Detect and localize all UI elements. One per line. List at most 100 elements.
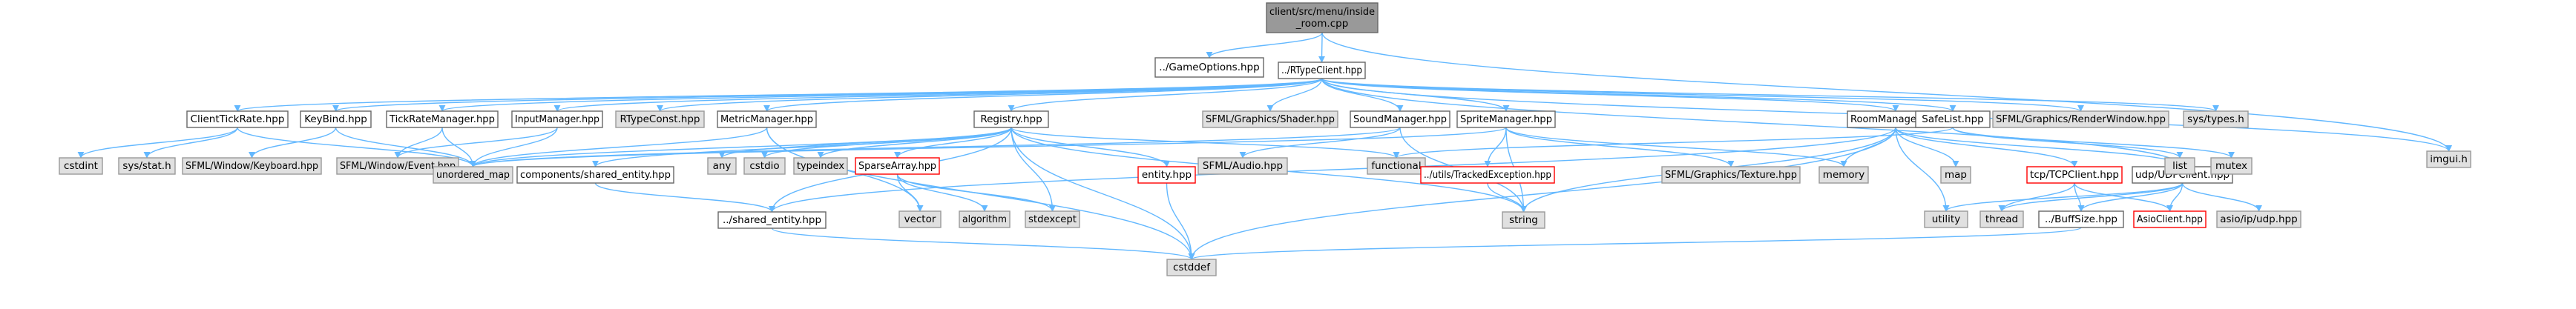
edge-udpclient-to-asioipudp xyxy=(2181,182,2262,212)
node-label-mutex: mutex xyxy=(2215,160,2247,172)
node-safelist[interactable]: SafeList.hpp xyxy=(1915,110,1991,128)
node-box-rtypeclient xyxy=(1278,62,1366,79)
node-tickratemanager[interactable]: TickRateManager.hpp xyxy=(386,110,499,128)
node-box-sfmlshader xyxy=(1202,110,1338,128)
edge-rtypeclient-to-rtypeconst xyxy=(657,78,1323,112)
node-box-sharedentitycomp xyxy=(516,166,674,184)
node-box-string xyxy=(1502,211,1545,229)
node-box-trackedexception xyxy=(1420,166,1555,184)
edge-roommanager-to-cstddef xyxy=(1188,127,1896,260)
edge-rtypeclient-to-metricmanager xyxy=(763,78,1323,112)
edge-udpclient-to-asioclient xyxy=(2166,182,2184,212)
node-label-sharedentitycomp: components/shared_entity.hpp xyxy=(520,169,671,181)
edge-registry-to-sparsearray xyxy=(894,127,1012,159)
node-buffsize[interactable]: ../BuffSize.hpp xyxy=(2038,210,2124,228)
edge-rtypeclient-to-registry xyxy=(1008,78,1323,112)
node-box-sfmlevent xyxy=(336,157,459,175)
node-box-typeindex xyxy=(793,157,848,175)
node-sfmlevent: SFML/Window/Event.hpp xyxy=(336,157,459,175)
node-box-mutex xyxy=(2210,157,2253,175)
node-label-sfmlaudio: SFML/Audio.hpp xyxy=(1203,160,1283,172)
node-box-any xyxy=(707,157,737,175)
node-label-inputmanager: InputManager.hpp xyxy=(515,113,599,125)
node-label-soundmanager: SoundManager.hpp xyxy=(1353,113,1447,125)
node-label-rtypeconst: RTypeConst.hpp xyxy=(620,113,700,125)
node-label-rtypeclient: ../RTypeClient.hpp xyxy=(1281,64,1362,76)
node-box-cstdio xyxy=(743,157,786,175)
edge-sparsearray-to-algorithm xyxy=(896,173,988,212)
node-label-functional: functional xyxy=(1371,160,1421,172)
node-rtypeclient[interactable]: ../RTypeClient.hpp xyxy=(1278,62,1366,79)
node-udpclient[interactable]: udp/UDPClient.hpp xyxy=(2132,166,2233,184)
edge-rtypeclient-to-roommanager xyxy=(1321,78,1899,112)
edge-rtypeclient-to-sfmlshader xyxy=(1266,78,1323,112)
node-registry[interactable]: Registry.hpp xyxy=(973,110,1049,128)
node-sharedentity[interactable]: ../shared_entity.hpp xyxy=(717,211,827,229)
edge-entity-to-cstddef xyxy=(1166,182,1195,260)
edge-sharedentity-to-cstddef xyxy=(771,227,1195,260)
node-memory: memory xyxy=(1818,166,1869,184)
node-box-asioclient xyxy=(2133,210,2207,228)
node-spritemanager[interactable]: SpriteManager.hpp xyxy=(1456,110,1556,128)
node-asioclient[interactable]: AsioClient.hpp xyxy=(2133,210,2207,228)
node-sfmlaudio: SFML/Audio.hpp xyxy=(1197,157,1288,175)
node-inputmanager[interactable]: InputManager.hpp xyxy=(511,110,603,128)
node-clienttickrate[interactable]: ClientTickRate.hpp xyxy=(186,110,289,128)
edge-sparsearray-to-stdexcept xyxy=(896,173,1056,212)
node-list: list xyxy=(2164,157,2195,175)
node-entity[interactable]: entity.hpp xyxy=(1137,166,1196,184)
node-label-sparsearray: SparseArray.hpp xyxy=(858,160,936,172)
node-map: map xyxy=(1940,166,1971,184)
node-box-tickratemanager xyxy=(386,110,499,128)
node-label-sfmltexture: SFML/Graphics/Texture.hpp xyxy=(1665,169,1797,181)
edge-keybind-to-unorderedmap xyxy=(335,127,476,167)
node-label-udpclient: udp/UDPClient.hpp xyxy=(2135,169,2230,181)
node-label-tickratemanager: TickRateManager.hpp xyxy=(389,113,495,125)
node-label-thread: thread xyxy=(1985,213,2018,225)
edge-root-to-rtypeclient xyxy=(1318,32,1326,63)
node-label-systypes: sys/types.h xyxy=(2187,113,2244,125)
node-label-cstdio: cstdio xyxy=(749,160,779,172)
node-label-trackedexception: ../utils/TrackedException.hpp xyxy=(1424,169,1551,181)
edge-safelist-to-mutex xyxy=(1952,127,2235,159)
node-soundmanager[interactable]: SoundManager.hpp xyxy=(1350,110,1450,128)
edge-udpclient-to-utility xyxy=(1942,182,2184,212)
node-root[interactable]: client/src/menu/inside_room.cpp xyxy=(1266,2,1379,33)
node-label-utility: utility xyxy=(1932,213,1960,225)
edge-clienttickrate-to-cstdint xyxy=(77,127,238,159)
node-label-list: list xyxy=(2172,160,2187,172)
edge-udpclient-to-buffsize xyxy=(2077,182,2184,212)
node-any: any xyxy=(707,157,737,175)
node-asioipudp: asio/ip/udp.hpp xyxy=(2216,210,2301,228)
node-box-stdexcept xyxy=(1025,210,1080,228)
node-trackedexception[interactable]: ../utils/TrackedException.hpp xyxy=(1420,166,1555,184)
node-sfmltexture: SFML/Graphics/Texture.hpp xyxy=(1661,166,1801,184)
node-sparsearray[interactable]: SparseArray.hpp xyxy=(855,157,940,175)
node-sfmlkeyboard: SFML/Window/Keyboard.hpp xyxy=(182,157,322,175)
edge-metricmanager-to-unorderedmap xyxy=(470,127,768,167)
node-label-any: any xyxy=(713,160,732,172)
node-sysstat: sys/stat.h xyxy=(118,157,176,175)
node-label-sysstat: sys/stat.h xyxy=(122,160,171,172)
node-gameoptions[interactable]: ../GameOptions.hpp xyxy=(1154,57,1264,78)
edge-registry-to-stdexcept xyxy=(1011,127,1056,212)
node-box-entity xyxy=(1137,166,1196,184)
node-label-asioclient: AsioClient.hpp xyxy=(2137,213,2203,225)
edge-rtypeclient-to-systypes xyxy=(1321,78,2219,112)
node-cstdint: cstdint xyxy=(59,157,103,175)
node-label-gameoptions: ../GameOptions.hpp xyxy=(1159,62,1259,73)
node-box-root xyxy=(1266,2,1379,33)
node-metricmanager[interactable]: MetricManager.hpp xyxy=(717,110,817,128)
node-label-sfmlshader: SFML/Graphics/Shader.hpp xyxy=(1206,113,1335,125)
node-label-sfmlrenderwindow: SFML/Graphics/RenderWindow.hpp xyxy=(1996,113,2166,125)
node-tcpclient[interactable]: tcp/TCPClient.hpp xyxy=(2026,166,2123,184)
node-box-gameoptions xyxy=(1154,57,1264,78)
node-label-clienttickrate: ClientTickRate.hpp xyxy=(191,113,285,125)
edge-roommanager-to-utility xyxy=(1895,127,1950,212)
node-sharedentitycomp[interactable]: components/shared_entity.hpp xyxy=(516,166,674,184)
node-box-sharedentity xyxy=(717,211,827,229)
edge-roommanager-to-sharedentity xyxy=(769,127,1896,213)
node-systypes: sys/types.h xyxy=(2183,110,2249,128)
edge-tcpclient-to-asioclient xyxy=(2074,182,2173,212)
node-keybind[interactable]: KeyBind.hpp xyxy=(300,110,372,128)
